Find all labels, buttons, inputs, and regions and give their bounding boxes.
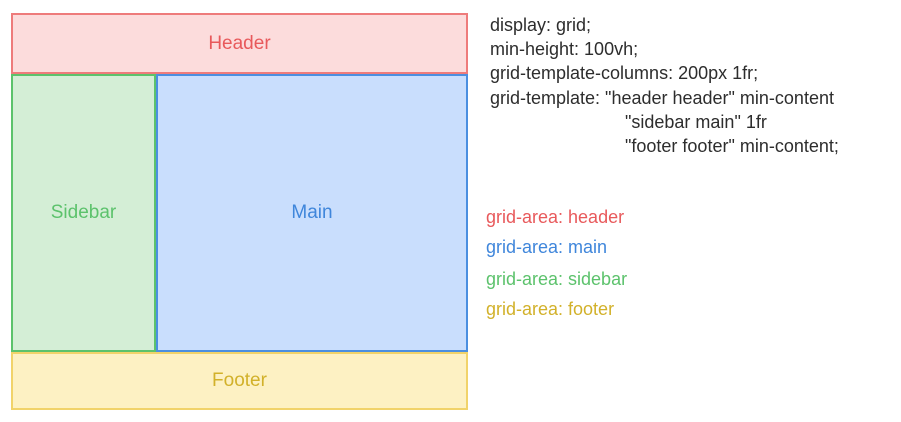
grid-area-header-label: grid-area: header	[486, 207, 625, 227]
grid-area-main-label: grid-area: main	[486, 237, 608, 257]
code-line: display: grid;	[490, 15, 592, 35]
code-line: grid-template: "header header" min-conte…	[490, 87, 834, 108]
code-line: "footer footer" min-content;	[625, 136, 839, 157]
footer-area: Footer	[11, 352, 468, 410]
sidebar-area: Sidebar	[11, 74, 156, 352]
sidebar-label: Sidebar	[50, 202, 117, 223]
footer-label: Footer	[212, 370, 267, 391]
code-line: min-height: 100vh;	[490, 39, 639, 60]
header-label: Header	[208, 32, 271, 54]
main-label: Main	[291, 202, 333, 223]
grid-area-sidebar-label: grid-area: sidebar	[486, 269, 628, 289]
code-line: grid-template-columns: 200px 1fr;	[490, 63, 759, 84]
header-area: Header	[11, 13, 468, 74]
code-line: "sidebar main" 1fr	[625, 111, 767, 132]
main-area: Main	[156, 74, 468, 352]
css-code-block: display: grid; min-height: 100vh; grid-t…	[490, 13, 839, 158]
grid-area-footer-label: grid-area: footer	[486, 299, 615, 319]
